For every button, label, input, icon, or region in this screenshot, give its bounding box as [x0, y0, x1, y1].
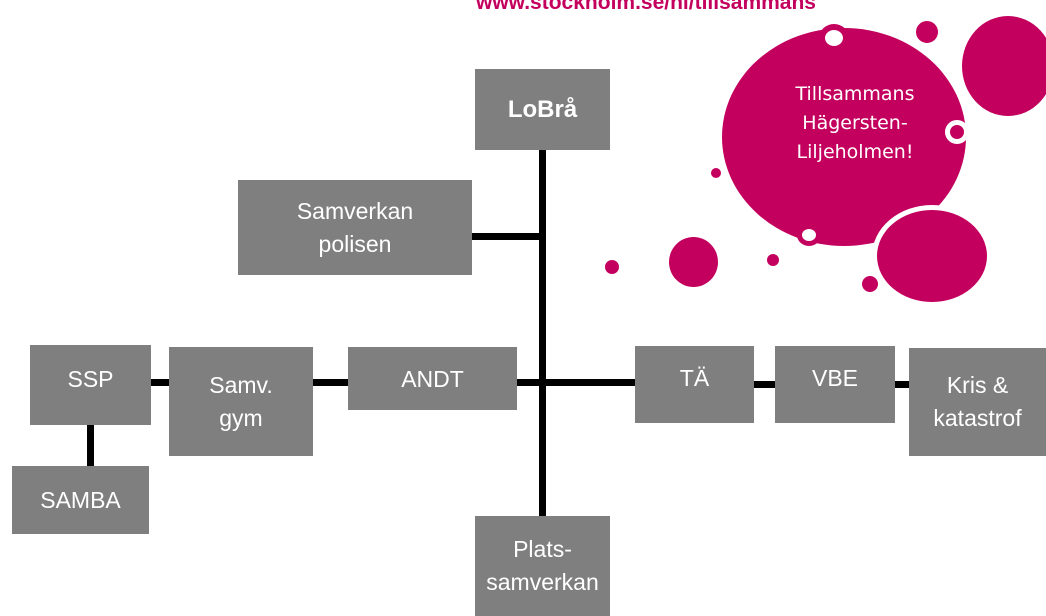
connector-polisen [471, 233, 543, 240]
box-lobra: LoBrå [475, 69, 610, 150]
bubble-dot-far-left [600, 255, 624, 279]
box-ta: TÄ [635, 346, 754, 423]
box-ssp: SSP [30, 345, 151, 425]
bubble-medium-left [669, 237, 718, 287]
connector-andt [517, 379, 637, 386]
box-ta-label: TÄ [679, 365, 710, 391]
bubble-dot-left [706, 163, 726, 183]
box-andt: ANDT [348, 347, 517, 410]
connector-vbe-kris [894, 381, 910, 388]
box-samverkan-polisen-label: Samverkan polisen [296, 197, 414, 257]
box-vbe: VBE [775, 346, 895, 423]
bubble-caption: Tillsammans Hägersten- Liljeholmen! [795, 83, 915, 163]
box-samverkan-polisen: Samverkan polisen [238, 180, 472, 275]
box-kris-katastrof: Kris & katastrof [909, 348, 1046, 456]
connector-ssp-samba [87, 423, 94, 466]
bubble-ring-bottom [797, 224, 821, 246]
box-samv-gym-label: Samv. gym [209, 371, 273, 431]
box-ssp-label: SSP [67, 366, 114, 392]
box-lobra-label: LoBrå [507, 96, 578, 123]
bubble-top-right [962, 16, 1046, 116]
box-kris-katastrof-label: Kris & katastrof [933, 372, 1022, 431]
box-samv-gym: Samv. gym [169, 347, 313, 456]
connector-gym-andt [312, 379, 349, 386]
bubble-lower-right [872, 205, 992, 307]
box-andt-label: ANDT [401, 366, 464, 392]
bubble-small-top-right [911, 16, 943, 48]
bubble-bottom-small [857, 271, 883, 297]
connector-ta-vbe [754, 381, 776, 388]
bubble-dot-center [762, 249, 784, 271]
box-platssamverkan-label: Plats- samverkan [486, 536, 599, 595]
connector-ssp-gym [150, 379, 170, 386]
box-samba: SAMBA [12, 466, 149, 534]
box-platssamverkan: Plats- samverkan [475, 516, 610, 616]
bubble-small-right [945, 120, 969, 144]
box-vbe-label: VBE [811, 365, 859, 391]
header-url: www.stockholm.se/hl/tillsammans [476, 0, 816, 14]
bubble-ring-top [819, 24, 849, 52]
box-samba-label: SAMBA [40, 486, 121, 513]
connector-trunk [539, 150, 546, 516]
